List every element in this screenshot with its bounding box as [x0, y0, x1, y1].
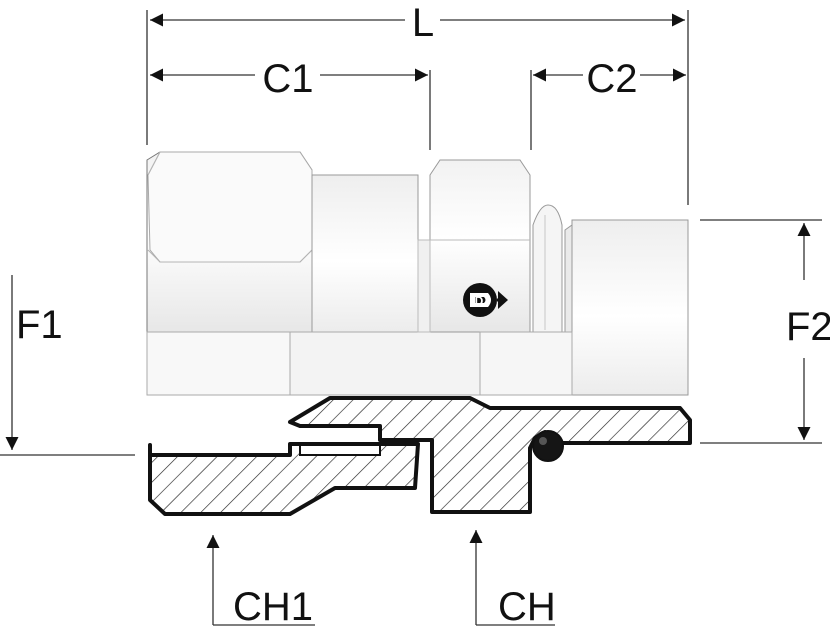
dim-label-f2: F2	[786, 305, 830, 349]
dim-label-ch1: CH1	[233, 585, 313, 629]
dim-label-f1: F1	[16, 303, 63, 347]
left-collar	[311, 174, 419, 333]
brand-logo-letter: D	[475, 294, 484, 308]
brand-logo: D	[463, 283, 508, 317]
o-ring-section	[532, 430, 564, 462]
section-cut	[148, 396, 692, 516]
dim-label-ch: CH	[498, 585, 556, 629]
right-stud	[479, 204, 689, 396]
dim-label-l: L	[412, 1, 434, 45]
center-hex	[417, 159, 531, 333]
dim-label-c2: C2	[586, 57, 637, 101]
left-hex-nut	[146, 151, 313, 333]
dim-label-c1: C1	[262, 57, 313, 101]
left-lower-body	[146, 331, 481, 396]
